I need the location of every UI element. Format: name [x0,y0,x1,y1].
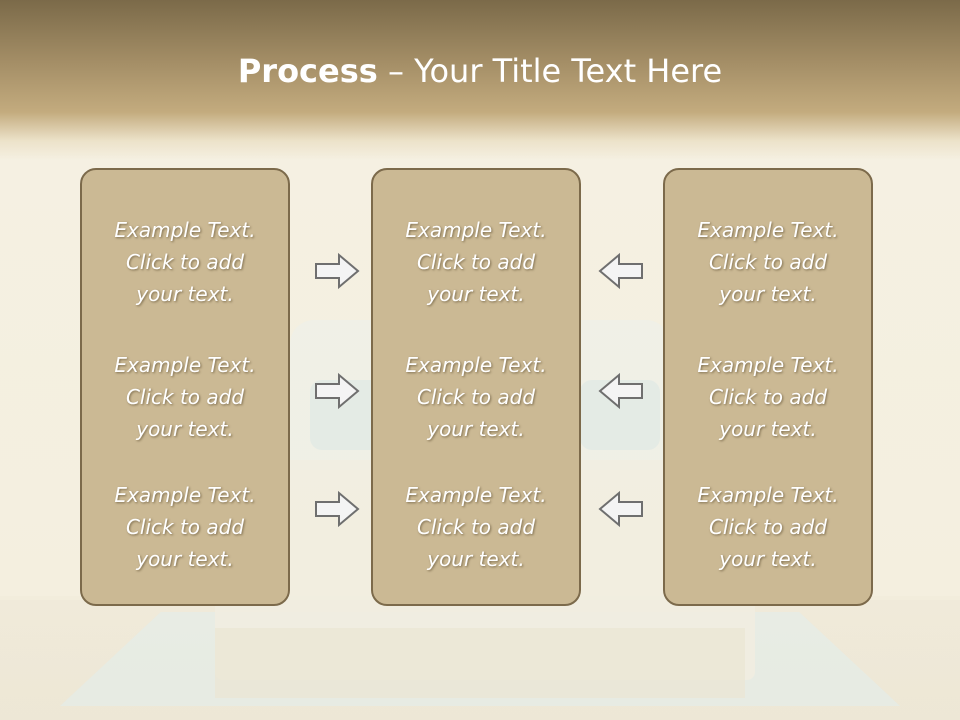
text-line: your text. [136,417,234,441]
text-placeholder[interactable]: Example Text. Click to add your text. [665,349,871,445]
slide-title[interactable]: Process – Your Title Text Here [0,52,960,90]
text-line: Click to add [708,250,828,274]
text-line: Click to add [708,385,828,409]
text-line: Example Text. [697,353,839,377]
text-line: Example Text. [114,218,256,242]
right-arrow-icon[interactable] [314,490,360,528]
text-placeholder[interactable]: Example Text. Click to add your text. [82,214,288,310]
text-placeholder[interactable]: Example Text. Click to add your text. [82,479,288,575]
text-line: your text. [427,417,525,441]
text-line: Example Text. [405,483,547,507]
title-banner [0,0,960,160]
right-arrow-icon[interactable] [314,372,360,410]
title-bold: Process [237,52,378,90]
text-line: Example Text. [697,483,839,507]
text-line: Click to add [416,385,536,409]
text-line: Click to add [125,385,245,409]
text-line: Example Text. [405,353,547,377]
text-line: Example Text. [114,483,256,507]
background-bench [215,628,745,698]
text-line: Click to add [708,515,828,539]
text-line: your text. [136,547,234,571]
text-placeholder[interactable]: Example Text. Click to add your text. [373,214,579,310]
text-line: your text. [719,417,817,441]
left-arrow-icon[interactable] [598,372,644,410]
text-line: Click to add [416,515,536,539]
text-line: your text. [719,282,817,306]
text-line: your text. [719,547,817,571]
title-rest: – Your Title Text Here [377,52,723,90]
right-arrow-icon[interactable] [314,252,360,290]
text-line: Example Text. [405,218,547,242]
process-panel-center[interactable]: Example Text. Click to add your text. Ex… [371,168,581,606]
text-placeholder[interactable]: Example Text. Click to add your text. [373,349,579,445]
text-placeholder[interactable]: Example Text. Click to add your text. [665,214,871,310]
text-line: your text. [427,282,525,306]
text-placeholder[interactable]: Example Text. Click to add your text. [373,479,579,575]
text-line: your text. [136,282,234,306]
process-panel-right[interactable]: Example Text. Click to add your text. Ex… [663,168,873,606]
left-arrow-icon[interactable] [598,252,644,290]
text-line: Example Text. [697,218,839,242]
left-arrow-icon[interactable] [598,490,644,528]
text-line: Example Text. [114,353,256,377]
text-line: Click to add [125,515,245,539]
process-panel-left[interactable]: Example Text. Click to add your text. Ex… [80,168,290,606]
text-line: your text. [427,547,525,571]
text-line: Click to add [125,250,245,274]
text-placeholder[interactable]: Example Text. Click to add your text. [665,479,871,575]
text-line: Click to add [416,250,536,274]
text-placeholder[interactable]: Example Text. Click to add your text. [82,349,288,445]
